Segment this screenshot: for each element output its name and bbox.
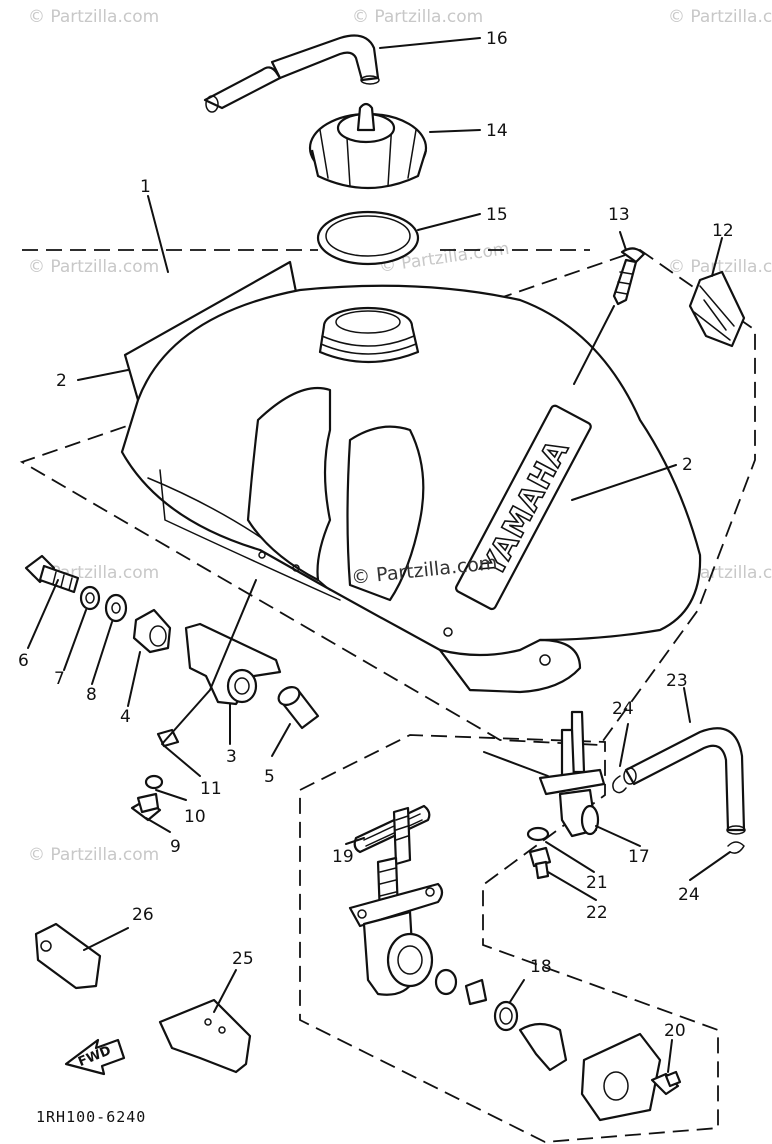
callout-8: 8 — [86, 685, 97, 705]
washer-bolt — [144, 774, 164, 790]
fuel-cock-gasket — [353, 804, 431, 854]
damper — [132, 608, 172, 654]
callout-13: 13 — [608, 205, 630, 225]
lever-parts — [434, 968, 488, 1006]
callout-23: 23 — [666, 671, 688, 691]
callout-2-left: 2 — [56, 371, 67, 391]
callout-19: 19 — [332, 847, 354, 867]
cap-gasket — [316, 210, 420, 266]
bracket-lower — [158, 998, 252, 1074]
diagram-code: 1RH100-6240 — [36, 1108, 146, 1126]
watermark: © Partzilla.com — [352, 7, 483, 27]
callout-20: 20 — [664, 1021, 686, 1041]
callout-6: 6 — [18, 651, 29, 671]
callout-9: 9 — [170, 837, 181, 857]
emblem-clip — [688, 270, 746, 348]
watermark: © Partzilla.com — [668, 257, 772, 277]
callout-22: 22 — [586, 903, 608, 923]
fuel-cock-main — [348, 806, 444, 996]
callout-2-right: 2 — [682, 455, 693, 475]
fuel-hose — [623, 727, 746, 835]
fuel-cock-assembly-small — [538, 710, 606, 838]
o-ring — [493, 1000, 519, 1032]
callout-12: 12 — [712, 221, 734, 241]
screw — [612, 247, 646, 306]
callout-16: 16 — [486, 29, 508, 49]
protector — [34, 922, 102, 990]
callout-numbers: 16 14 15 1 13 12 2 2 6 7 8 4 3 5 11 10 9… — [18, 29, 734, 1041]
callout-1: 1 — [140, 177, 151, 197]
screw-fuel-cock — [528, 846, 552, 880]
callout-24-upper: 24 — [612, 699, 634, 719]
lever-plate — [580, 1032, 662, 1122]
callout-18: 18 — [530, 957, 552, 977]
watermark: © Partzilla.com — [668, 7, 772, 27]
watermark: © Partzilla.com — [28, 845, 159, 865]
leader-lines — [27, 37, 731, 1073]
forward-direction-arrow: FWD — [64, 1038, 126, 1076]
tank-assembly-boundary — [19, 249, 756, 746]
bolt — [24, 554, 80, 594]
callout-4: 4 — [120, 707, 131, 727]
bolt-small — [130, 792, 162, 822]
fuel-tank-cap — [308, 102, 428, 190]
hose-clamp-upper — [612, 775, 627, 794]
callout-25: 25 — [232, 949, 254, 969]
tank-bracket — [184, 622, 282, 706]
watermark: © Partzilla.com — [28, 7, 159, 27]
callout-11: 11 — [200, 779, 222, 799]
fuel-breather-hose — [203, 34, 380, 113]
callout-21: 21 — [586, 873, 608, 893]
collar — [277, 686, 320, 730]
callout-26: 26 — [132, 905, 154, 925]
callout-14: 14 — [486, 121, 508, 141]
callout-15: 15 — [486, 205, 508, 225]
washer-fuel-cock — [526, 826, 550, 842]
callout-24-lower: 24 — [678, 885, 700, 905]
callout-3: 3 — [226, 747, 237, 767]
callout-17: 17 — [628, 847, 650, 867]
fuel-tank — [120, 284, 702, 694]
callout-7: 7 — [54, 669, 65, 689]
callout-5: 5 — [264, 767, 275, 787]
fuel-cock-assembly-boundary — [299, 734, 719, 1143]
washer-large — [104, 593, 128, 623]
washer-small — [79, 585, 101, 611]
screw-lever — [650, 1070, 682, 1096]
hose-clamp-lower — [727, 841, 745, 854]
watermark: © Partzilla.com — [28, 257, 159, 277]
lever — [518, 1022, 568, 1072]
callout-10: 10 — [184, 807, 206, 827]
